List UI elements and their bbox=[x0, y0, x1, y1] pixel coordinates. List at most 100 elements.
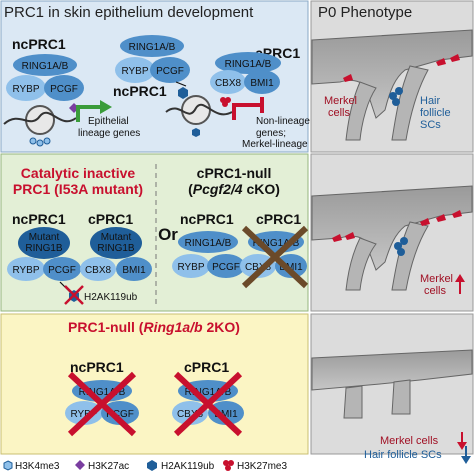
top-mid-ring1ab bbox=[120, 35, 184, 57]
hair-sc-mid-2 bbox=[400, 237, 408, 245]
hexagon-filled-icon bbox=[178, 87, 188, 99]
h3k27me3-c bbox=[222, 101, 228, 107]
legend-label-0: H3K4me3 bbox=[15, 461, 60, 472]
bottom-panel bbox=[0, 313, 309, 455]
bottom-left-ring1ab bbox=[72, 380, 132, 402]
mid-right2-ring1ab-text: RING1A/B bbox=[253, 238, 300, 249]
mid-left-mutant-ring1b bbox=[18, 227, 70, 259]
bottom-merkel-result: Merkel cells bbox=[380, 435, 439, 447]
mid-left2-mutant-text2: RING1B bbox=[97, 243, 135, 254]
top-left-h3k4me3-b bbox=[36, 139, 44, 147]
merkel-label-1: Merkel bbox=[324, 95, 357, 107]
top-left-rybp bbox=[6, 75, 46, 101]
mid-cprc1-left: cPRC1 bbox=[88, 211, 133, 227]
bottom-right-bmi1-text: BMI1 bbox=[214, 409, 238, 420]
mid-left2-mutant-ring1b bbox=[90, 227, 142, 259]
green-arrowhead-icon bbox=[100, 100, 112, 114]
hair-label-3: SCs bbox=[420, 119, 441, 131]
triple-circle-icon bbox=[223, 460, 229, 466]
top-left-nucleosome bbox=[25, 105, 55, 135]
mid-left2-bmi1 bbox=[116, 257, 152, 281]
or-label: Or bbox=[158, 225, 178, 244]
hair-sc-mid-3 bbox=[397, 248, 405, 256]
bottom-right-ring1ab-text: RING1A/B bbox=[185, 387, 232, 398]
down-arrow-blue-icon bbox=[461, 456, 471, 464]
bottom-right-cross-b bbox=[173, 371, 243, 437]
mid-left-rybp-text: RYBP bbox=[12, 265, 39, 276]
mid-right2-cbx8-text: CBX8 bbox=[245, 262, 272, 273]
merkel-cell-mid-4 bbox=[436, 214, 446, 222]
mid-ncprc1-right: ncPRC1 bbox=[180, 211, 234, 227]
mid-right2-bmi1 bbox=[275, 254, 307, 278]
top-right-ring1ab-text: RING1A/B bbox=[225, 59, 272, 70]
mid-left2-bmi1-text: BMI1 bbox=[122, 265, 146, 276]
merkel-cell-top-2 bbox=[436, 58, 446, 66]
bottom-hair-result: Hair follicle SCs bbox=[364, 449, 442, 461]
hexagon-open-icon bbox=[3, 460, 13, 471]
top-right-dna bbox=[165, 103, 233, 116]
down-arrow-red-icon bbox=[457, 442, 467, 450]
cprc1null-line1: cPRC1-null bbox=[197, 165, 272, 181]
bottom-ncprc1-label: ncPRC1 bbox=[70, 359, 124, 375]
hair-sc-top-1 bbox=[389, 92, 397, 100]
top-right-bmi1-text: BMI1 bbox=[250, 78, 274, 89]
hair-sc-top-2 bbox=[395, 87, 403, 95]
top-left-h3k4me3-c bbox=[43, 137, 51, 145]
legend-label-2: H2AK119ub bbox=[161, 461, 215, 472]
bottom-cprc1-label: cPRC1 bbox=[184, 359, 229, 375]
bottom-left-cross-b bbox=[67, 371, 137, 437]
nonlineage-line2: genes; bbox=[256, 128, 286, 139]
top-right-cbx8-text: CBX8 bbox=[215, 78, 242, 89]
catalytic-line2: PRC1 (I53A mutant) bbox=[13, 181, 143, 197]
merkel-cell-mid-1 bbox=[332, 234, 342, 242]
bottom-left-pcgf bbox=[101, 401, 139, 425]
mid-left-mutant-text1: Mutant bbox=[29, 232, 60, 243]
top-left-ring1ab-text: RING1A/B bbox=[22, 61, 69, 72]
merkel-cell-mid-2 bbox=[345, 232, 355, 240]
triple-circle-icon-b bbox=[228, 460, 234, 466]
red-repression-line bbox=[232, 103, 260, 120]
bottom-right-bmi1 bbox=[208, 401, 244, 425]
epithelial-line1: Epithelial bbox=[88, 116, 129, 127]
triple-circle-icon-c bbox=[225, 465, 231, 471]
top-mid-arrow bbox=[175, 81, 187, 87]
top-ncprc1-label: ncPRC1 bbox=[12, 36, 66, 52]
mid-right-pcgf-text: PCGF bbox=[212, 262, 240, 273]
mid-cprc1-cross-b bbox=[241, 225, 309, 289]
bottom-left-pcgf-text: PCGF bbox=[106, 409, 134, 420]
top-mid-rybp-text: RYBP bbox=[121, 66, 148, 77]
legend-label-1: H3K27ac bbox=[88, 461, 129, 472]
green-activation-arrow bbox=[76, 105, 100, 122]
mid-ncprc1-left: ncPRC1 bbox=[12, 211, 66, 227]
hair-follicle-bottom-2 bbox=[391, 379, 411, 415]
bottom-title: PRC1-null (Ring1a/b 2KO) bbox=[68, 319, 240, 335]
epithelial-line2: lineage genes bbox=[78, 128, 140, 139]
merkel-cell-mid-5 bbox=[452, 210, 462, 218]
top-left-pcgf-text: PCGF bbox=[50, 84, 78, 95]
top-left-pcgf bbox=[44, 75, 84, 101]
top-left-dna bbox=[3, 111, 77, 125]
top-right-bmi1 bbox=[244, 70, 280, 94]
top-left-h3k4me3-a bbox=[29, 137, 37, 145]
catalytic-line1: Catalytic inactive bbox=[21, 165, 136, 181]
nonlineage-line1: Non-lineage bbox=[256, 116, 310, 127]
hair-label-2: follicle bbox=[420, 107, 451, 119]
mid-right-ring1ab bbox=[178, 231, 238, 253]
phenotype-title: P0 Phenotype bbox=[318, 4, 412, 21]
mid-left2-cbx8 bbox=[80, 257, 116, 281]
up-arrow-icon bbox=[455, 274, 465, 282]
mid-h2ak-label: H2AK119ub bbox=[84, 292, 138, 303]
top-right-ring1ab bbox=[215, 52, 281, 74]
diamond-icon bbox=[75, 460, 85, 470]
mid-cprc1-right: cPRC1 bbox=[256, 211, 301, 227]
top-right-h2ak119ub-mark bbox=[192, 128, 200, 137]
cprc1null-line2: (Pcgf2/4 cKO) bbox=[188, 181, 280, 197]
hair-sc-top-3 bbox=[392, 98, 400, 106]
skin-epidermis-top bbox=[311, 29, 473, 119]
mid-merkel-label-2: cells bbox=[424, 285, 447, 297]
merkel-label-2: cells bbox=[328, 107, 351, 119]
nonlineage-line3: Merkel-lineage bbox=[242, 139, 308, 150]
mid-left-rybp bbox=[7, 257, 45, 281]
top-left-rybp-text: RYBP bbox=[12, 84, 39, 95]
